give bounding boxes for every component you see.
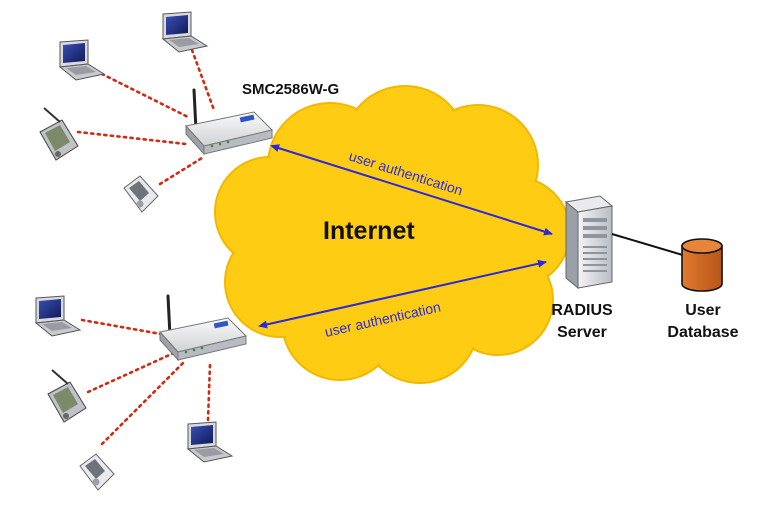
link-laptop-bottom-left — [82, 320, 172, 336]
scanner-device-icon — [80, 454, 114, 490]
link-laptop-bottom — [208, 364, 210, 420]
radius-label-line1: RADIUS — [551, 302, 613, 319]
laptop-icon — [163, 12, 207, 52]
scanner-device-icon — [124, 176, 158, 212]
laptop-icon — [36, 296, 80, 336]
db-label-line2: Database — [667, 324, 738, 341]
radius-label-line2: Server — [557, 324, 607, 341]
handheld-pda-icon — [40, 108, 78, 160]
db-label-line1: User — [685, 302, 721, 319]
internet-label: Internet — [323, 217, 415, 245]
server-db-link — [612, 234, 686, 256]
wireless-router-icon — [186, 90, 272, 154]
link-pda-top — [78, 132, 186, 144]
server-tower-icon — [566, 196, 612, 288]
handheld-pda-icon — [48, 370, 86, 422]
link-pda-bottom — [88, 352, 176, 392]
laptop-icon — [60, 40, 104, 80]
laptop-icon — [188, 422, 232, 462]
link-phone-top — [160, 158, 202, 184]
ap-model-label: SMC2586W-G — [242, 81, 339, 98]
database-cylinder-icon — [682, 239, 722, 291]
link-phone-bottom — [102, 360, 186, 444]
link-laptop-top-left — [90, 68, 190, 118]
